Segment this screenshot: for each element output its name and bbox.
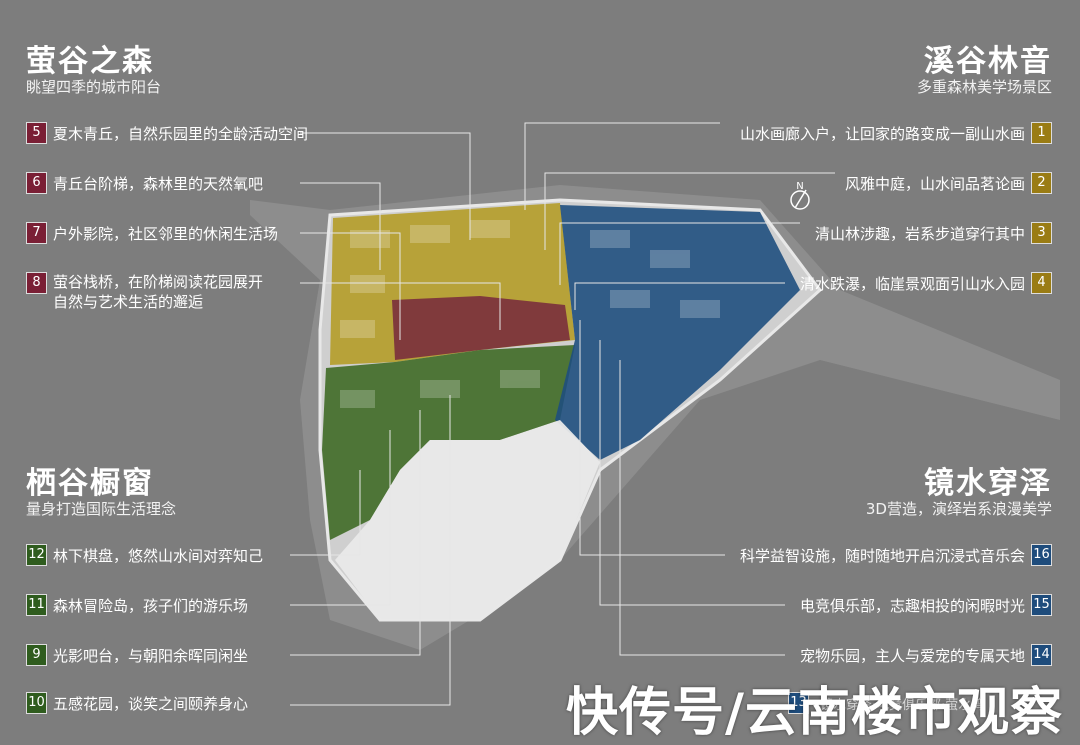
feature-item-13: 13 bbox=[788, 692, 815, 714]
feature-label: 清水跌瀑，临崖景观面引山水入园 bbox=[799, 274, 1025, 293]
leader-line bbox=[524, 122, 720, 210]
building bbox=[650, 250, 690, 268]
feature-item-12: 12 林下棋盘，悠然山水间对弈知己 bbox=[26, 544, 263, 566]
feature-label: 五感花园，谈笑之间颐养身心 bbox=[53, 694, 249, 713]
building bbox=[350, 275, 385, 293]
number-badge: 12 bbox=[26, 544, 47, 566]
feature-label-line1: 萤谷栈桥，在阶梯阅读花园展开 bbox=[53, 273, 264, 291]
watermark: 快传号/云南楼市观察 bbox=[566, 683, 1063, 743]
leader-line bbox=[559, 222, 800, 285]
number-badge: 9 bbox=[26, 644, 47, 666]
feature-label: 萤谷栈桥，在阶梯阅读花园展开 自然与艺术生活的邂逅 bbox=[53, 272, 263, 312]
number-badge: 7 bbox=[26, 222, 47, 244]
number-badge: 2 bbox=[1031, 172, 1052, 194]
leader-line bbox=[300, 182, 381, 270]
number-badge: 13 bbox=[788, 692, 809, 714]
building bbox=[590, 230, 630, 248]
feature-item-10: 10 五感花园，谈笑之间颐养身心 bbox=[26, 692, 248, 714]
building bbox=[680, 300, 720, 318]
zone-title-bottom-right: 镜水穿泽 bbox=[924, 466, 1052, 501]
number-badge: 11 bbox=[26, 594, 47, 616]
zone-maroon bbox=[392, 296, 570, 360]
feature-label: 科学益智设施，随时随地开启沉浸式音乐会 bbox=[739, 546, 1025, 565]
feature-item-11: 11 森林冒险岛，孩子们的游乐场 bbox=[26, 594, 248, 616]
leader-line bbox=[579, 320, 725, 556]
leader-line bbox=[300, 282, 501, 330]
number-badge: 14 bbox=[1031, 644, 1052, 666]
building bbox=[340, 320, 375, 338]
feature-label: 清山林涉趣，岩系步道穿行其中 bbox=[814, 224, 1025, 243]
feature-item-14: 14 宠物乐园，主人与爱宠的专属天地 bbox=[800, 644, 1052, 666]
zone-subtitle-bottom-right: 3D营造，演绎岩系浪漫美学 bbox=[865, 500, 1052, 518]
feature-label: 林下棋盘，悠然山水间对弈知己 bbox=[53, 546, 264, 565]
leader-line bbox=[574, 282, 785, 310]
feature-item-4: 4 清水跌瀑，临崖景观面引山水入园 bbox=[800, 272, 1052, 294]
feature-item-15: 15 电竞俱乐部，志趣相投的闲暇时光 bbox=[800, 594, 1052, 616]
zone-subtitle-top-left: 眺望四季的城市阳台 bbox=[26, 78, 162, 96]
feature-label: 宠物乐园，主人与爱宠的专属天地 bbox=[799, 646, 1025, 665]
building bbox=[340, 390, 375, 408]
feature-item-1: 1 山水画廊入户，让回家的路变成一副山水画 bbox=[740, 122, 1052, 144]
number-badge: 15 bbox=[1031, 594, 1052, 616]
zone-title-top-right: 溪谷林音 bbox=[924, 44, 1052, 79]
feature-item-16: 16 科学益智设施，随时随地开启沉浸式音乐会 bbox=[740, 544, 1052, 566]
svg-text:N: N bbox=[796, 181, 803, 192]
leader-line bbox=[290, 395, 451, 706]
number-badge: 3 bbox=[1031, 222, 1052, 244]
feature-label: 户外影院，社区邻里的休闲生活场 bbox=[53, 224, 279, 243]
feature-label: 青丘台阶梯，森林里的天然氧吧 bbox=[53, 174, 264, 193]
number-badge: 10 bbox=[26, 692, 47, 714]
feature-label: 夏木青丘，自然乐园里的全龄活动空间 bbox=[53, 124, 309, 143]
number-badge: 16 bbox=[1031, 544, 1052, 566]
leader-line bbox=[290, 470, 361, 556]
zone-subtitle-bottom-left: 量身打造国际生活理念 bbox=[26, 500, 177, 518]
zone-blue bbox=[555, 205, 800, 460]
feature-item-3: 3 清山林涉趣，岩系步道穿行其中 bbox=[815, 222, 1052, 244]
zone-title-top-left: 萤谷之森 bbox=[26, 44, 154, 79]
leader-line bbox=[544, 172, 835, 250]
feature-label: 光影吧台，与朝阳余晖同闲坐 bbox=[53, 646, 249, 665]
feature-item-7: 7 户外影院，社区邻里的休闲生活场 bbox=[26, 222, 278, 244]
number-badge: 5 bbox=[26, 122, 47, 144]
zone-green bbox=[322, 345, 575, 540]
plaza bbox=[335, 420, 600, 620]
number-badge: 1 bbox=[1031, 122, 1052, 144]
number-badge: 8 bbox=[26, 272, 47, 294]
feature-label: 电竞俱乐部，志趣相投的闲暇时光 bbox=[799, 596, 1025, 615]
feature-label-line2: 自然与艺术生活的邂逅 bbox=[53, 293, 204, 311]
building bbox=[610, 290, 650, 308]
feature-item-8: 8 萤谷栈桥，在阶梯阅读花园展开 自然与艺术生活的邂逅 bbox=[26, 272, 263, 312]
leader-line bbox=[300, 132, 471, 240]
feature-label: 山水画廊入户，让回家的路变成一副山水画 bbox=[739, 124, 1025, 143]
feature-item-2: 2 风雅中庭，山水间品茗论画 bbox=[845, 172, 1052, 194]
leader-line bbox=[619, 360, 785, 656]
feature-item-5: 5 夏木青丘，自然乐园里的全龄活动空间 bbox=[26, 122, 308, 144]
building bbox=[410, 225, 450, 243]
leader-line bbox=[300, 232, 401, 340]
number-badge: 4 bbox=[1031, 272, 1052, 294]
feature-item-6: 6 青丘台阶梯，森林里的天然氧吧 bbox=[26, 172, 263, 194]
building bbox=[500, 370, 540, 388]
leader-line bbox=[290, 410, 421, 656]
feature-label: 风雅中庭，山水间品茗论画 bbox=[844, 174, 1025, 193]
north-arrow-icon: N bbox=[790, 181, 810, 210]
feature-item-9: 9 光影吧台，与朝阳余晖同闲坐 bbox=[26, 644, 248, 666]
feature-label: 森林冒险岛，孩子们的游乐场 bbox=[53, 596, 249, 615]
leader-line bbox=[290, 430, 391, 606]
building bbox=[420, 380, 460, 398]
zone-subtitle-top-right: 多重森林美学场景区 bbox=[916, 78, 1052, 96]
zone-title-bottom-left: 栖谷橱窗 bbox=[26, 466, 154, 501]
leader-line bbox=[599, 340, 785, 606]
number-badge: 6 bbox=[26, 172, 47, 194]
building bbox=[470, 220, 510, 238]
watermark-underlay-text: 镜水穿泽·电竞俱乐部·萤水湾 bbox=[820, 698, 985, 713]
